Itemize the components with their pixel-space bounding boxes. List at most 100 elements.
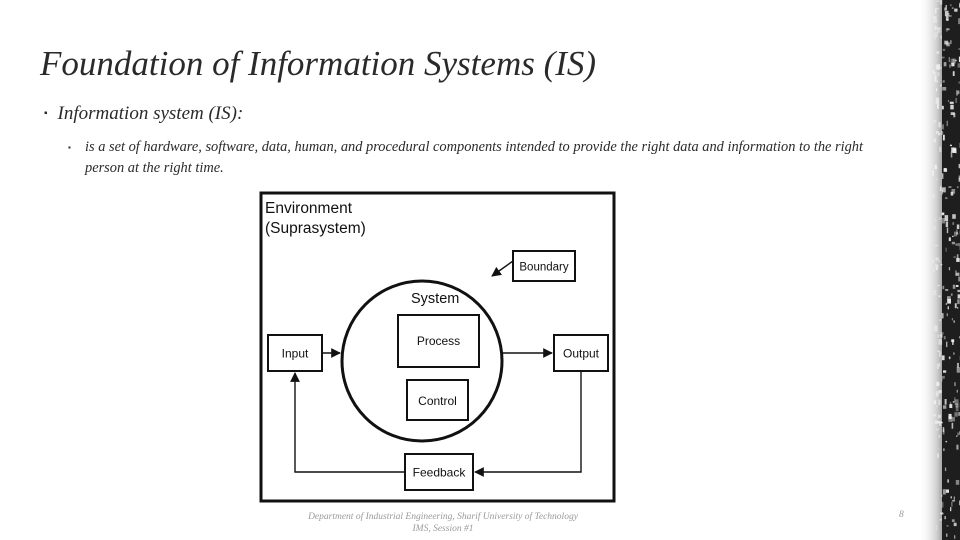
edge-speck — [937, 414, 941, 419]
edge-speck — [948, 267, 951, 271]
edge-speck — [951, 422, 954, 429]
feedback-to-input-arrow — [290, 372, 405, 473]
bullet-marker: ▪ — [44, 108, 48, 119]
edge-speck — [939, 421, 941, 426]
edge-speck — [950, 191, 954, 196]
edge-speck — [942, 285, 945, 290]
edge-speck — [937, 453, 939, 458]
edge-speck — [943, 370, 947, 373]
edge-speck — [955, 403, 959, 408]
edge-speck — [937, 28, 941, 30]
edge-speck — [944, 516, 946, 520]
edge-speck — [956, 224, 960, 229]
edge-speck — [940, 131, 944, 135]
input-label: Input — [282, 347, 309, 361]
edge-speck — [954, 303, 957, 309]
edge-speck — [949, 64, 951, 68]
edge-speck — [950, 40, 952, 45]
edge-speck — [935, 428, 940, 431]
edge-speck — [950, 4, 952, 7]
edge-speck — [942, 489, 946, 495]
edge-speck — [936, 27, 941, 33]
edge-speck — [952, 284, 956, 289]
edge-speck — [954, 231, 958, 237]
feedback-label: Feedback — [413, 466, 467, 480]
edge-speck — [958, 412, 960, 416]
decorative-edge — [918, 0, 960, 540]
edge-speck — [942, 332, 944, 335]
edge-speck — [945, 289, 949, 291]
edge-speck — [950, 507, 952, 512]
edge-speck — [934, 244, 939, 247]
edge-speck — [957, 299, 960, 305]
edge-speck — [958, 18, 960, 25]
edge-speck — [951, 189, 956, 194]
edge-speck — [955, 405, 959, 412]
page-number: 8 — [899, 510, 904, 520]
edge-speck — [957, 306, 959, 309]
edge-speck — [943, 405, 947, 409]
edge-speck — [936, 51, 940, 54]
edge-speck — [934, 164, 937, 170]
edge-speck — [942, 428, 945, 435]
edge-speck — [952, 58, 956, 64]
edge-speck — [934, 72, 936, 77]
edge-speck — [955, 150, 957, 154]
edge-speck — [936, 72, 940, 77]
edge-speck — [933, 400, 937, 405]
edge-speck — [957, 294, 960, 299]
edge-speck — [950, 151, 953, 158]
output-label: Output — [563, 347, 600, 361]
edge-speck — [935, 88, 938, 92]
edge-speck — [935, 390, 939, 397]
edge-speck — [941, 212, 945, 216]
edge-speck — [955, 270, 957, 276]
edge-speck — [958, 276, 960, 282]
edge-speck — [937, 334, 940, 338]
edge-speck — [950, 293, 953, 296]
edge-speck — [951, 519, 955, 522]
edge-speck — [946, 120, 948, 127]
edge-speck — [951, 147, 955, 153]
edge-speck — [939, 334, 941, 336]
edge-speck — [952, 235, 954, 237]
edge-speck — [954, 59, 957, 62]
edge-speck — [940, 263, 943, 266]
output-to-feedback-arrow — [474, 371, 582, 477]
edge-speck — [957, 243, 960, 247]
process-box — [397, 314, 480, 368]
edge-speck — [943, 336, 946, 340]
edge-speck — [953, 320, 955, 323]
edge-speck — [953, 522, 957, 527]
edge-speck — [935, 64, 940, 70]
edge-speck — [948, 15, 952, 17]
edge-speck — [938, 339, 943, 345]
edge-speck — [956, 444, 959, 450]
edge-speck — [941, 56, 945, 59]
edge-speck — [950, 112, 955, 115]
edge-speck — [942, 124, 944, 130]
edge-speck — [956, 258, 960, 262]
edge-speck — [938, 421, 942, 424]
edge-speck — [935, 264, 939, 268]
edge-speck — [956, 186, 959, 189]
edge-speck — [933, 414, 936, 417]
edge-speck — [938, 64, 940, 70]
edge-speck — [955, 98, 957, 103]
edge-speck — [954, 399, 959, 406]
edge-speck — [943, 448, 945, 451]
edge-speck — [947, 306, 949, 310]
edge-speck — [956, 233, 959, 235]
edge-speck — [941, 355, 945, 361]
edge-speck — [950, 496, 952, 499]
edge-speck — [956, 254, 959, 259]
edge-speck — [936, 177, 938, 181]
edge-speck — [932, 290, 937, 296]
edge-speck — [935, 8, 939, 10]
edge-speck — [948, 413, 952, 419]
edge-speck — [939, 146, 942, 152]
edge-speck — [951, 339, 955, 343]
edge-speck — [952, 71, 955, 76]
edge-speck — [935, 97, 940, 104]
edge-speck — [942, 427, 945, 432]
